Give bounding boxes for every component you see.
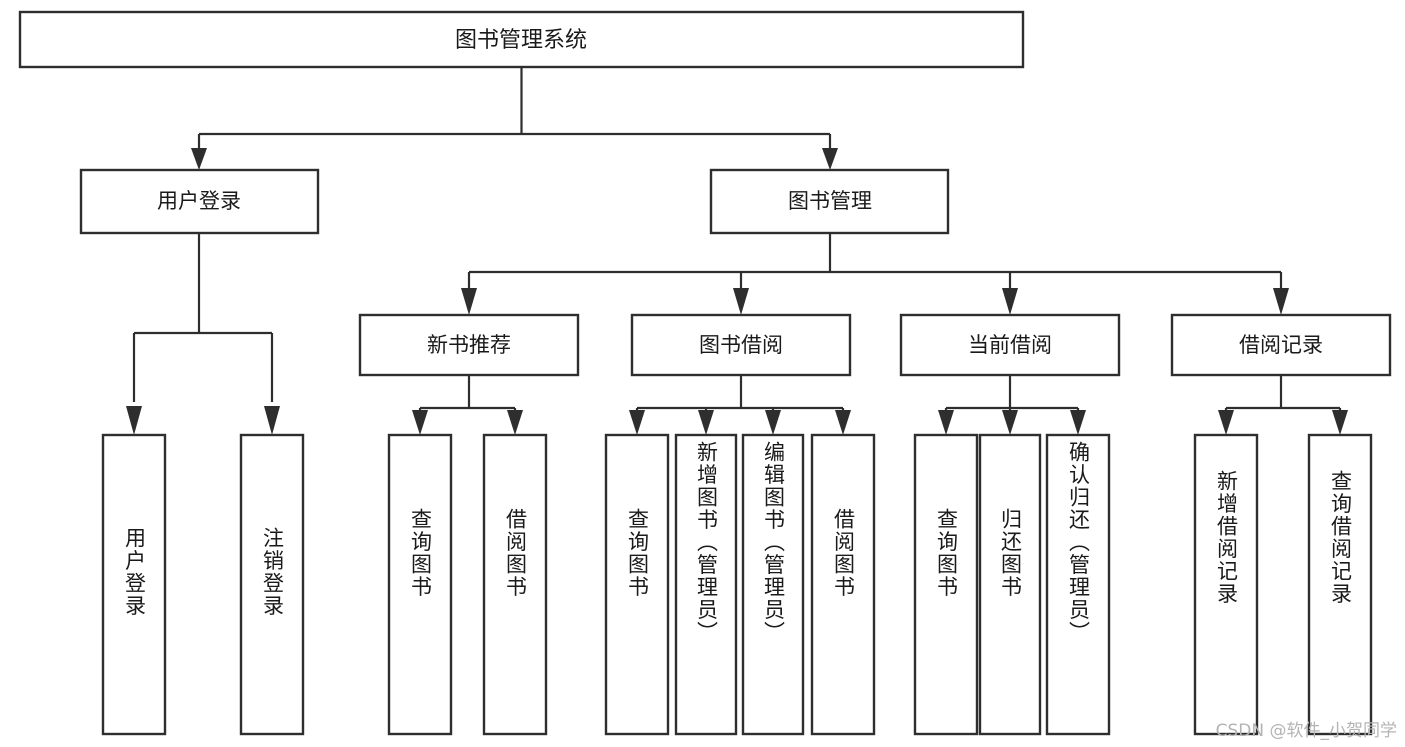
arrow-to-leaf-query-book-2: [629, 410, 645, 435]
node-current-borrow-label: 当前借阅: [968, 333, 1052, 357]
arrow-to-leaf-edit-book: [765, 410, 781, 435]
node-new-book-rec-label: 新书推荐: [427, 333, 511, 357]
edge-bookborrow-trunk: [635, 375, 845, 414]
node-root-box[interactable]: [18, 10, 1025, 69]
leaf-add-record-box[interactable]: [1193, 433, 1259, 736]
edges-group: [126, 67, 1348, 435]
node-book-manage-label: 图书管理: [788, 189, 872, 213]
node-root-label: 图书管理系统: [455, 28, 587, 53]
leaf-query-record-box[interactable]: [1307, 433, 1373, 736]
node-borrow-record-box[interactable]: [1170, 313, 1392, 377]
node-book-borrow-box[interactable]: [630, 313, 852, 377]
node-borrow-record-label: 借阅记录: [1239, 333, 1323, 357]
arrow-to-leaf-user-login: [126, 406, 142, 435]
leaf-add-book-box[interactable]: [674, 433, 738, 736]
edge-bookmanage-trunk: [467, 233, 1283, 292]
arrow-to-leaf-borrow-book-2: [835, 410, 851, 435]
edge-borrowrecord-trunk: [1224, 375, 1342, 414]
arrow-to-leaf-add-record: [1218, 410, 1234, 435]
node-user-login-label: 用户登录: [157, 189, 241, 213]
node-new-book-rec-box[interactable]: [358, 313, 580, 377]
arrow-to-user-login: [191, 148, 207, 170]
leaf-user-logout-box[interactable]: [239, 433, 305, 736]
edge-newbook-trunk: [418, 375, 517, 414]
arrow-to-leaf-confirm-return: [1070, 410, 1086, 435]
arrow-to-leaf-borrow-book-1: [507, 410, 523, 435]
arrow-to-leaf-add-book: [698, 410, 714, 435]
arrow-to-leaf-query-book-3: [938, 410, 954, 435]
node-current-borrow[interactable]: 当前借阅: [899, 313, 1121, 377]
leaf-query-book-1-box[interactable]: [387, 433, 453, 736]
leaf-borrow-book-2-box[interactable]: [810, 433, 876, 736]
leaf-query-book-3-box[interactable]: [913, 433, 979, 736]
node-current-borrow-box[interactable]: [899, 313, 1121, 377]
node-book-manage-box[interactable]: [709, 168, 950, 235]
csdn-watermark: CSDN @软件_小贺同学: [1215, 721, 1397, 741]
arrow-to-new-book-rec: [461, 288, 477, 315]
leaf-query-book-2-box[interactable]: [604, 433, 670, 736]
arrow-to-current-borrow: [1002, 288, 1018, 315]
node-user-login[interactable]: 用户登录: [79, 168, 320, 235]
arrow-to-borrow-record: [1273, 288, 1289, 315]
edge-root-trunk: [197, 67, 832, 158]
node-book-manage[interactable]: 图书管理: [709, 168, 950, 235]
arrow-to-leaf-user-logout: [264, 406, 280, 435]
edge-currentborrow-trunk: [944, 375, 1080, 414]
arrow-to-book-borrow: [733, 288, 749, 315]
leaf-boxes-group: [101, 433, 1373, 736]
leaf-edit-book-box[interactable]: [741, 433, 805, 736]
arrow-to-leaf-return-book: [1002, 410, 1018, 435]
node-book-borrow-label: 图书借阅: [699, 333, 783, 357]
arrow-to-book-manage: [822, 148, 838, 170]
node-new-book-rec[interactable]: 新书推荐: [358, 313, 580, 377]
leaf-borrow-book-1-box[interactable]: [482, 433, 548, 736]
edge-userlogin-trunk: [132, 233, 274, 402]
leaf-return-book-box[interactable]: [978, 433, 1042, 736]
arrow-to-leaf-query-record: [1332, 410, 1348, 435]
node-root[interactable]: 图书管理系统: [18, 10, 1025, 69]
node-user-login-box[interactable]: [79, 168, 320, 235]
leaf-confirm-return-box[interactable]: [1045, 433, 1111, 736]
node-book-borrow[interactable]: 图书借阅: [630, 313, 852, 377]
arrow-to-leaf-query-book-1: [412, 410, 428, 435]
leaf-user-login-box[interactable]: [101, 433, 167, 736]
node-borrow-record[interactable]: 借阅记录: [1170, 313, 1392, 377]
